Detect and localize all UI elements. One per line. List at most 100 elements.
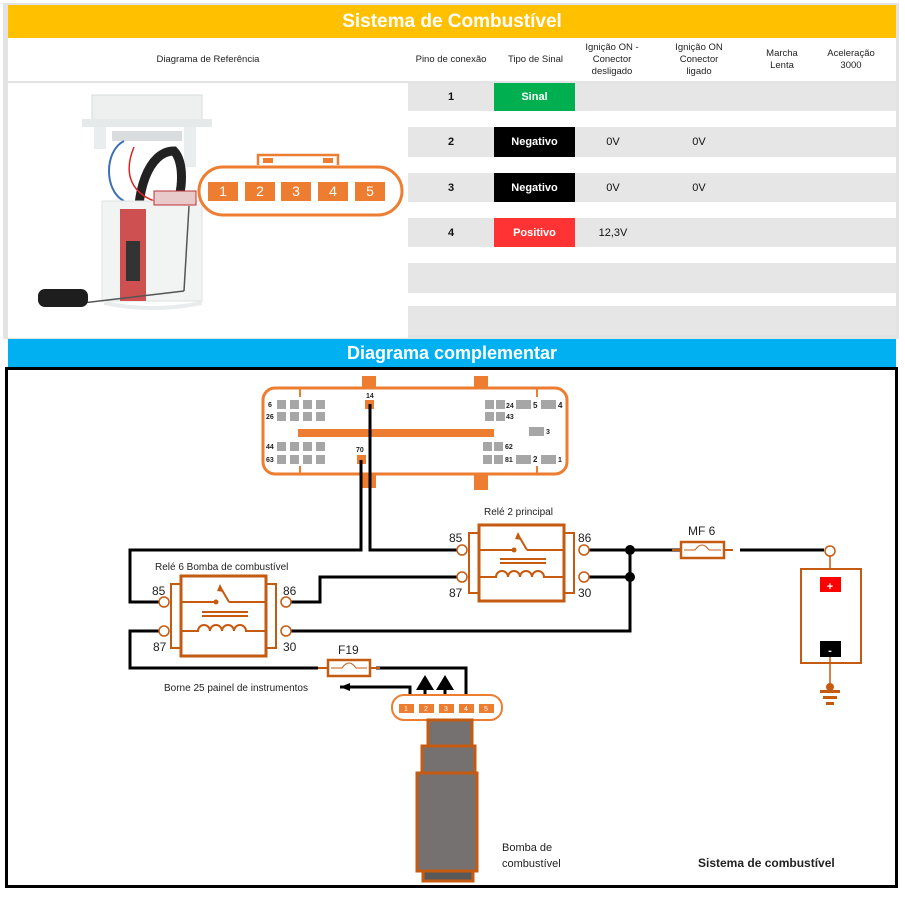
ecu-pin-label: 43 [506, 414, 514, 421]
ecu-pin-label: 70 [356, 447, 364, 454]
ecu-pin-label: 63 [266, 457, 274, 464]
page-title: Sistema de Combustível [8, 5, 896, 38]
col-ign-on-connected: Ignição ON Conector ligado [675, 41, 723, 77]
idle-value [746, 173, 806, 202]
relay-pin-label: 30 [283, 640, 297, 654]
ign-on-disconnected-value [578, 263, 648, 293]
instrument-panel-label: Borne 25 painel de instrumentos [164, 683, 308, 694]
ecu-pin-label: 3 [546, 429, 550, 436]
pump-pin-label: 1 [404, 706, 408, 713]
ign-on-connected-value [664, 218, 734, 247]
accel-3000-value [812, 218, 874, 247]
pin-number: 3 [447, 181, 455, 194]
idle-value [746, 263, 806, 293]
ecu-pin-label: 62 [505, 444, 513, 451]
accel-3000-value [812, 263, 874, 293]
pump-pin-label: 4 [464, 706, 468, 713]
wiring-diagram: 6 26 44 63 14 70 24 5 4 43 3 62 81 2 1 [5, 367, 898, 888]
fuse-f19-label: F19 [338, 643, 359, 657]
connector-pin: 3 [281, 182, 311, 201]
ecu-pin-label: 24 [506, 403, 514, 410]
signal-type-badge: Negativo [494, 173, 575, 202]
row-gap [408, 157, 896, 173]
fuel-pump-image [38, 94, 212, 310]
fuse-f19: F19 [318, 643, 380, 678]
ign-on-disconnected-value [578, 306, 648, 335]
signal-type-badge [494, 263, 575, 293]
pump-label-line2: combustível [502, 858, 561, 870]
idle-value [746, 83, 806, 111]
relay-pin-label: 86 [283, 584, 297, 598]
junction-dot [625, 545, 635, 555]
accel-3000-value [812, 173, 874, 202]
pin-number: 2 [447, 136, 455, 148]
pump-connector-pins: 1 2 3 4 5 [399, 704, 494, 713]
ecu-pin-label: 4 [558, 401, 563, 410]
accel-3000-value [812, 83, 874, 111]
ecu-pin-label: 2 [533, 455, 538, 464]
relay-main-labels: Relé 2 principal 85 86 87 30 [449, 507, 592, 600]
accel-3000-value [812, 306, 874, 335]
col-idle: Marcha Lenta [766, 47, 798, 71]
relay-pin-label: 30 [578, 586, 592, 600]
idle-value [746, 127, 806, 157]
col-reference-diagram: Diagrama de Referência [156, 53, 260, 65]
ign-on-disconnected-value: 0V [606, 181, 620, 194]
ign-on-connected-value: 0V [692, 181, 706, 194]
relay-pin-label: 86 [578, 531, 592, 545]
pin-number [408, 263, 494, 293]
idle-value [746, 306, 806, 335]
col-signal-type: Tipo de Sinal [507, 53, 564, 65]
ign-on-disconnected-value [578, 83, 648, 111]
ecu-connector [261, 376, 569, 490]
ign-on-disconnected-value: 0V [606, 136, 620, 148]
row-gap [408, 111, 896, 127]
pump-label-line1: Bomba de [502, 842, 552, 854]
wiring-diagram-svg: 6 26 44 63 14 70 24 5 4 43 3 62 81 2 1 [128, 376, 862, 883]
ecu-pin-label: 5 [533, 401, 538, 410]
connector-pin: 1 [208, 182, 238, 201]
ecu-pin-label: 44 [266, 444, 274, 451]
table-row [408, 263, 896, 293]
arrow-left-icon [340, 683, 350, 691]
table-row: 3 Negativo 0V 0V [408, 173, 896, 202]
col-ign-on-disconnected: Ignição ON - Conector desligado [585, 41, 639, 77]
connector-pin: 4 [318, 182, 348, 201]
ecu-pin-labels: 6 26 44 63 14 70 24 5 4 43 3 62 81 2 1 [266, 393, 563, 464]
relay-pin-label: 85 [152, 584, 166, 598]
battery-plus: + [827, 581, 833, 593]
fuse-mf6: MF 6 [672, 524, 733, 560]
junction-dot [625, 572, 635, 582]
ecu-pin-label: 14 [366, 393, 374, 400]
accel-3000-value [812, 127, 874, 157]
row-gap [408, 202, 896, 218]
ecu-pin-label: 81 [505, 457, 513, 464]
pin-number [408, 306, 494, 335]
relay-pump-label: Relé 6 Bomba de combustível [155, 562, 288, 573]
relay-main-label: Relé 2 principal [484, 507, 553, 518]
col-pin: Pino de conexão [415, 53, 487, 65]
signal-type-badge [494, 306, 575, 335]
relay-pin-label: 87 [449, 586, 463, 600]
table-header: Diagrama de Referência Pino de conexão T… [8, 38, 896, 81]
ign-on-disconnected-value: 12,3V [598, 226, 628, 239]
pump-pin-label: 3 [444, 706, 448, 713]
pin-number: 4 [447, 226, 455, 239]
relay-pin-label: 87 [153, 640, 167, 654]
reference-panel: 1 2 3 4 5 [8, 83, 408, 338]
pump-pin-label: 5 [484, 706, 488, 713]
ign-on-connected-value [664, 306, 734, 335]
system-label: Sistema de combustível [698, 856, 835, 870]
ecu-pin-label: 1 [558, 457, 562, 464]
row-gap [408, 293, 896, 306]
connector-pin: 5 [355, 182, 385, 201]
connector-pin: 2 [245, 182, 275, 201]
relay-pump [158, 574, 292, 658]
table-row [408, 306, 896, 335]
ecu-pin-label: 6 [268, 402, 272, 409]
battery: + - [800, 545, 862, 705]
pump-pin-label: 2 [424, 706, 428, 713]
